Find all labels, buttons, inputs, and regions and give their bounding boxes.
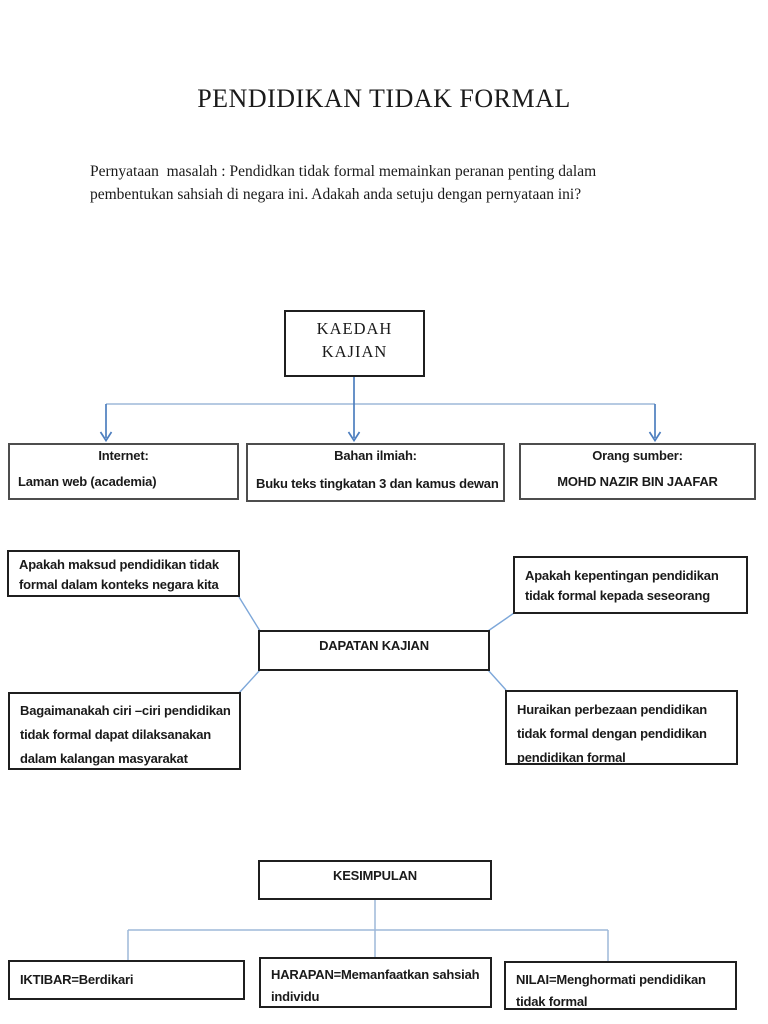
connector-q3-dapatan	[238, 669, 261, 694]
kesimpulan-label: KESIMPULAN	[333, 868, 417, 883]
question-line: pendidikan formal	[517, 750, 626, 765]
conclusion-line: tidak formal	[516, 994, 588, 1009]
question-line: tidak formal kepada seseorang	[525, 588, 710, 603]
problem-statement-line: pembentukan sahsiah di negara ini. Adaka…	[90, 186, 582, 203]
page-title: PENDIDIKAN TIDAK FORMAL	[197, 84, 571, 113]
connector-q4-dapatan	[487, 669, 507, 691]
question-line: tidak formal dapat dilaksanakan	[20, 727, 212, 742]
question-line: Huraikan perbezaan pendidikan	[517, 702, 707, 717]
source-title: Orang sumber:	[592, 448, 683, 463]
question-line: formal dalam konteks negara kita	[19, 577, 219, 592]
question-box-maksud: Apakah maksud pendidikan tidak formal da…	[7, 550, 240, 597]
connector-q1-dapatan	[238, 596, 261, 632]
question-line: Bagaimanakah ciri –ciri pendidikan	[20, 703, 231, 718]
arrowhead-bahan	[347, 431, 361, 443]
connector-q2-dapatan	[487, 612, 515, 632]
question-box-ciri: Bagaimanakah ciri –ciri pendidikan tidak…	[8, 692, 241, 770]
conclusion-box-nilai: NILAI=Menghormati pendidikan tidak forma…	[504, 961, 737, 1010]
question-box-perbezaan: Huraikan perbezaan pendidikan tidak form…	[505, 690, 738, 765]
question-line: dalam kalangan masyarakat	[20, 751, 188, 766]
dapatan-kajian-label: DAPATAN KAJIAN	[319, 638, 429, 653]
source-title: Bahan ilmiah:	[334, 448, 417, 463]
kesimpulan-box: KESIMPULAN	[258, 860, 492, 900]
source-box-internet: Internet: Laman web (academia)	[8, 443, 239, 500]
arrowhead-internet	[99, 431, 113, 443]
kaedah-kajian-box: KAEDAH KAJIAN	[284, 310, 425, 377]
conclusion-line: HARAPAN=Memanfaatkan sahsiah	[271, 967, 480, 982]
source-box-orang-sumber: Orang sumber: MOHD NAZIR BIN JAAFAR	[519, 443, 756, 500]
source-box-bahan-ilmiah: Bahan ilmiah: Buku teks tingkatan 3 dan …	[246, 443, 505, 502]
kaedah-kajian-label-line: KAJIAN	[321, 342, 388, 361]
source-detail: MOHD NAZIR BIN JAAFAR	[557, 474, 718, 489]
problem-statement: Pernyataan masalah : Pendidkan tidak for…	[90, 160, 596, 206]
arrowhead-orang	[648, 431, 662, 443]
source-detail: Buku teks tingkatan 3 dan kamus dewan	[256, 476, 499, 491]
kaedah-kajian-label-line: KAEDAH	[316, 319, 393, 338]
source-title: Internet:	[98, 448, 149, 463]
conclusion-box-harapan: HARAPAN=Memanfaatkan sahsiah individu	[259, 957, 492, 1008]
conclusion-line: NILAI=Menghormati pendidikan	[516, 972, 706, 987]
question-box-kepentingan: Apakah kepentingan pendidikan tidak form…	[513, 556, 748, 614]
question-line: Apakah maksud pendidikan tidak	[19, 557, 219, 572]
question-line: Apakah kepentingan pendidikan	[525, 568, 719, 583]
problem-statement-line: Pernyataan masalah : Pendidkan tidak for…	[90, 163, 597, 180]
conclusion-line: IKTIBAR=Berdikari	[20, 972, 134, 987]
conclusion-line: individu	[271, 989, 320, 1004]
source-detail: Laman web (academia)	[18, 474, 157, 489]
dapatan-kajian-box: DAPATAN KAJIAN	[258, 630, 490, 671]
question-line: tidak formal dengan pendidikan	[517, 726, 707, 741]
conclusion-box-iktibar: IKTIBAR=Berdikari	[8, 960, 245, 1000]
